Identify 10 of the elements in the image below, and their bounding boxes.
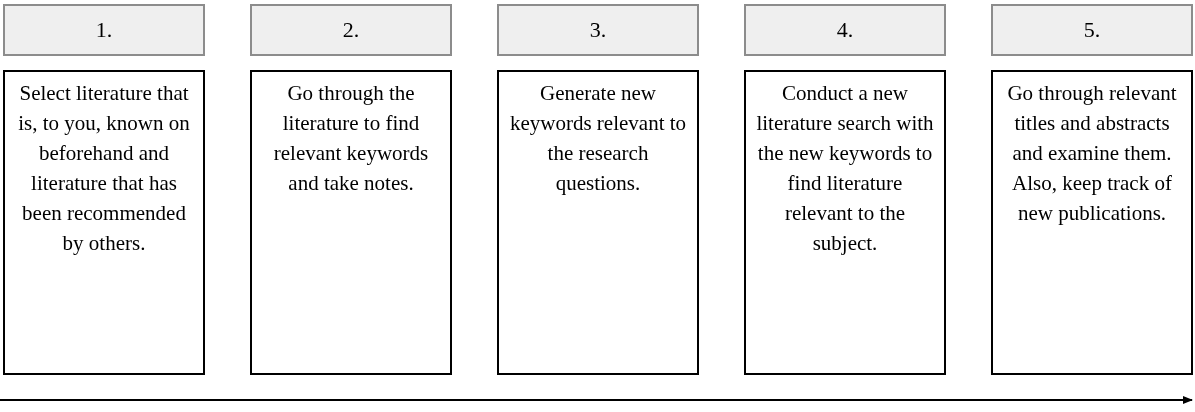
step-description: Generate new keywords relevant to the research questions. (497, 70, 699, 375)
step-number: 1. (3, 4, 205, 56)
step-description: Conduct a new literature search with the new keywords to find literature relevant to the subject. (744, 70, 946, 375)
step-number: 5. (991, 4, 1193, 56)
step-number: 3. (497, 4, 699, 56)
step-number: 2. (250, 4, 452, 56)
step-description: Go through relevant titles and abstracts and examine them. Also, keep track of new publications. (991, 70, 1193, 375)
step-description: Go through the literature to find relevant keywords and take notes. (250, 70, 452, 375)
step-number: 4. (744, 4, 946, 56)
step-description: Select literature that is, to you, known on beforehand and literature that has been recommended by others. (3, 70, 205, 375)
